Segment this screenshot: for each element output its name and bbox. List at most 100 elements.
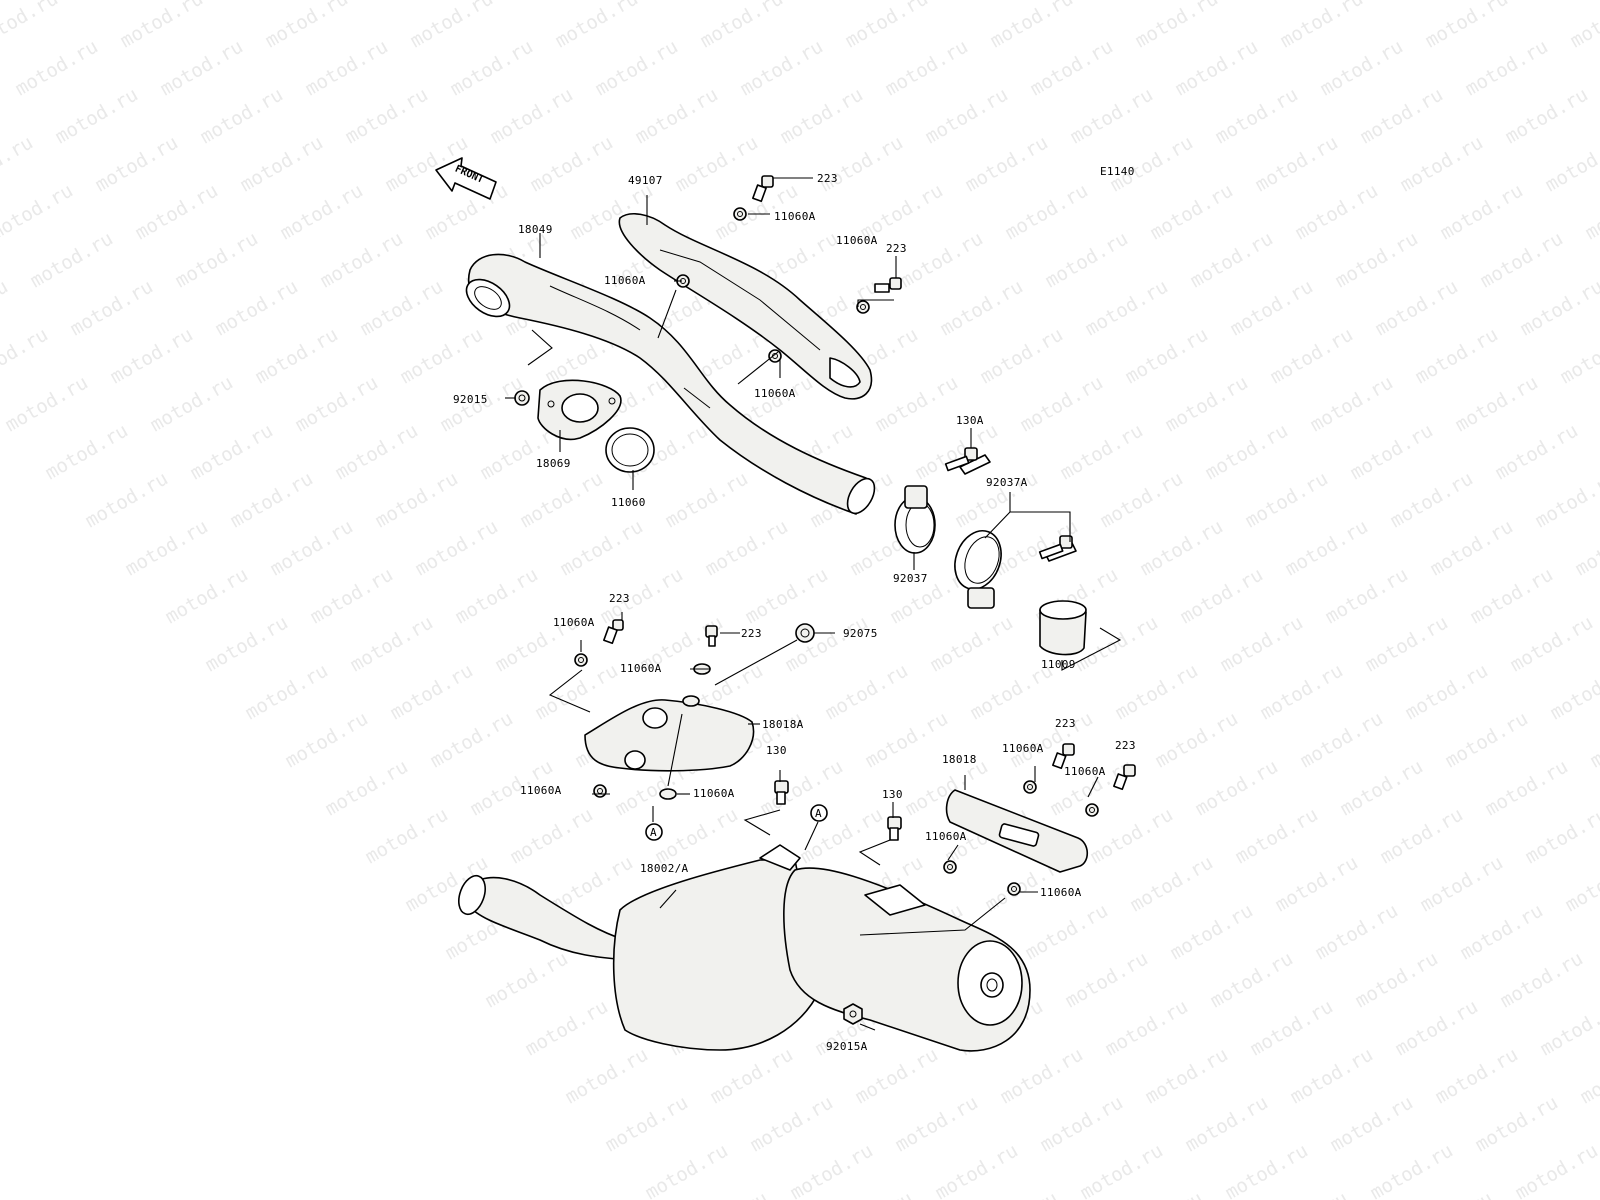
bolt-130-icon [887,816,902,841]
watermark-text: motod.ru [242,660,332,725]
part-label-130: 130 [882,788,903,801]
watermark-text: motod.ru [0,324,52,389]
watermark-text: motod.ru [702,516,792,581]
watermark-text: motod.ru [1362,612,1452,677]
heat-shield-18018a [584,699,755,772]
watermark-text: motod.ru [117,0,207,52]
watermark-text: motod.ru [1127,852,1217,917]
watermark-text: motod.ru [1107,132,1197,197]
watermark-text: motod.ru [1287,1044,1377,1109]
part-labels: 49107 18049 223 11060A 223 11060A 11060A… [453,172,1136,1053]
watermark-text: motod.ru [662,468,752,533]
watermark-text: motod.ru [532,660,622,725]
watermark-text: motod.ru [1412,324,1502,389]
watermark-text: motod.ru [1567,0,1600,52]
watermark-text: motod.ru [407,0,497,52]
watermark-text: motod.ru [1237,0,1327,4]
watermark-text: motod.ru [1397,132,1487,197]
watermark-text: motod.ru [1277,0,1367,52]
watermark-text: motod.ru [1572,516,1600,581]
part-label-11060a: 11060A [754,387,796,400]
bolt-223-icon [1113,764,1136,791]
part-label-11060a: 11060A [1040,886,1082,899]
part-label-11009: 11009 [1041,658,1076,671]
watermark-text: motod.ru [1357,84,1447,149]
watermark-text: motod.ru [1352,948,1442,1013]
part-label-223: 223 [886,242,907,255]
watermark-text: motod.ru [927,612,1017,677]
watermark-text: motod.ru [852,1044,942,1109]
watermark-text: motod.ru [1252,132,1342,197]
watermark-text: motod.ru [1492,420,1582,485]
watermark-text: motod.ru [682,1188,772,1200]
watermark-text: motod.ru [302,36,392,101]
watermark-text: motod.ru [1422,0,1512,52]
watermark-text: motod.ru [107,324,197,389]
watermark-text: motod.ru [227,468,317,533]
watermark-text: motod.ru [1387,468,1477,533]
watermark-text: motod.ru [77,0,167,4]
watermark-text: motod.ru [1042,228,1132,293]
part-label-11060a: 11060A [925,830,967,843]
watermark-text: motod.ru [1082,276,1172,341]
bolt-223-icon [1052,743,1075,770]
watermark-text: motod.ru [1427,516,1517,581]
watermark-text: motod.ru [1137,516,1227,581]
watermark-text: motod.ru [487,84,577,149]
watermark-text: motod.ru [367,0,457,4]
watermark-text: motod.ru [1112,660,1202,725]
watermark-text: motod.ru [1507,612,1597,677]
watermark-text: motod.ru [1382,0,1472,4]
watermark-text: motod.ru [697,0,787,52]
watermark-text: motod.ru [1057,420,1147,485]
watermark-text: motod.ru [997,1044,1087,1109]
watermark-text: motod.ru [1457,900,1547,965]
part-label-130: 130 [766,744,787,757]
watermark-text: motod.ru [1007,708,1097,773]
watermark-text: motod.ru [1247,996,1337,1061]
watermark-text: motod.ru [1327,1092,1417,1157]
watermark-text: motod.ru [1522,804,1600,869]
exhaust-gasket [605,427,655,473]
watermark-text: motod.ru [1462,36,1552,101]
part-label-11060a: 11060A [620,662,662,675]
watermark-text: motod.ru [1297,708,1387,773]
watermark-text: motod.ru [1097,468,1187,533]
watermark-text: motod.ru [602,1092,692,1157]
watermark-text: motod.ru [422,180,512,245]
watermark-text: motod.ru [1562,852,1600,917]
watermark-text: motod.ru [1477,228,1567,293]
watermark-text: motod.ru [937,276,1027,341]
watermark-text: motod.ru [1417,852,1507,917]
watermark-text: motod.ru [1077,1140,1167,1200]
watermark-text: motod.ru [332,420,422,485]
watermark-text: motod.ru [1367,1140,1457,1200]
part-label-130a: 130A [956,414,984,427]
watermark-text: motod.ru [1532,468,1600,533]
watermark-text: motod.ru [347,612,437,677]
part-label-92037: 92037 [893,572,928,585]
watermark-text: motod.ru [1087,804,1177,869]
watermark-text: motod.ru [1577,1044,1600,1109]
part-label-223: 223 [817,172,838,185]
watermark-text: motod.ru [1502,84,1592,149]
watermark-text: motod.ru [657,0,747,4]
part-label-223: 223 [1115,739,1136,752]
bolt-223-icon [705,625,718,647]
part-label-92075: 92075 [843,627,878,640]
part-label-18069: 18069 [536,457,571,470]
watermark-text: motod.ru [1037,1092,1127,1157]
watermark-text: motod.ru [932,1140,1022,1200]
watermark-text: motod.ru [987,0,1077,52]
watermark-text: motod.ru [322,756,412,821]
watermark-text: motod.ru [552,0,642,52]
part-label-92037a: 92037A [986,476,1028,489]
watermark-text: motod.ru [1262,1188,1352,1200]
watermark-text: motod.ru [1452,372,1542,437]
watermark-text: motod.ru [1482,756,1572,821]
watermark-text: motod.ru [427,708,517,773]
watermark-text: motod.ru [1222,1140,1312,1200]
clamp-92037 [894,454,991,554]
part-label-92015a: 92015A [826,1040,868,1053]
watermark-text: motod.ru [317,228,407,293]
